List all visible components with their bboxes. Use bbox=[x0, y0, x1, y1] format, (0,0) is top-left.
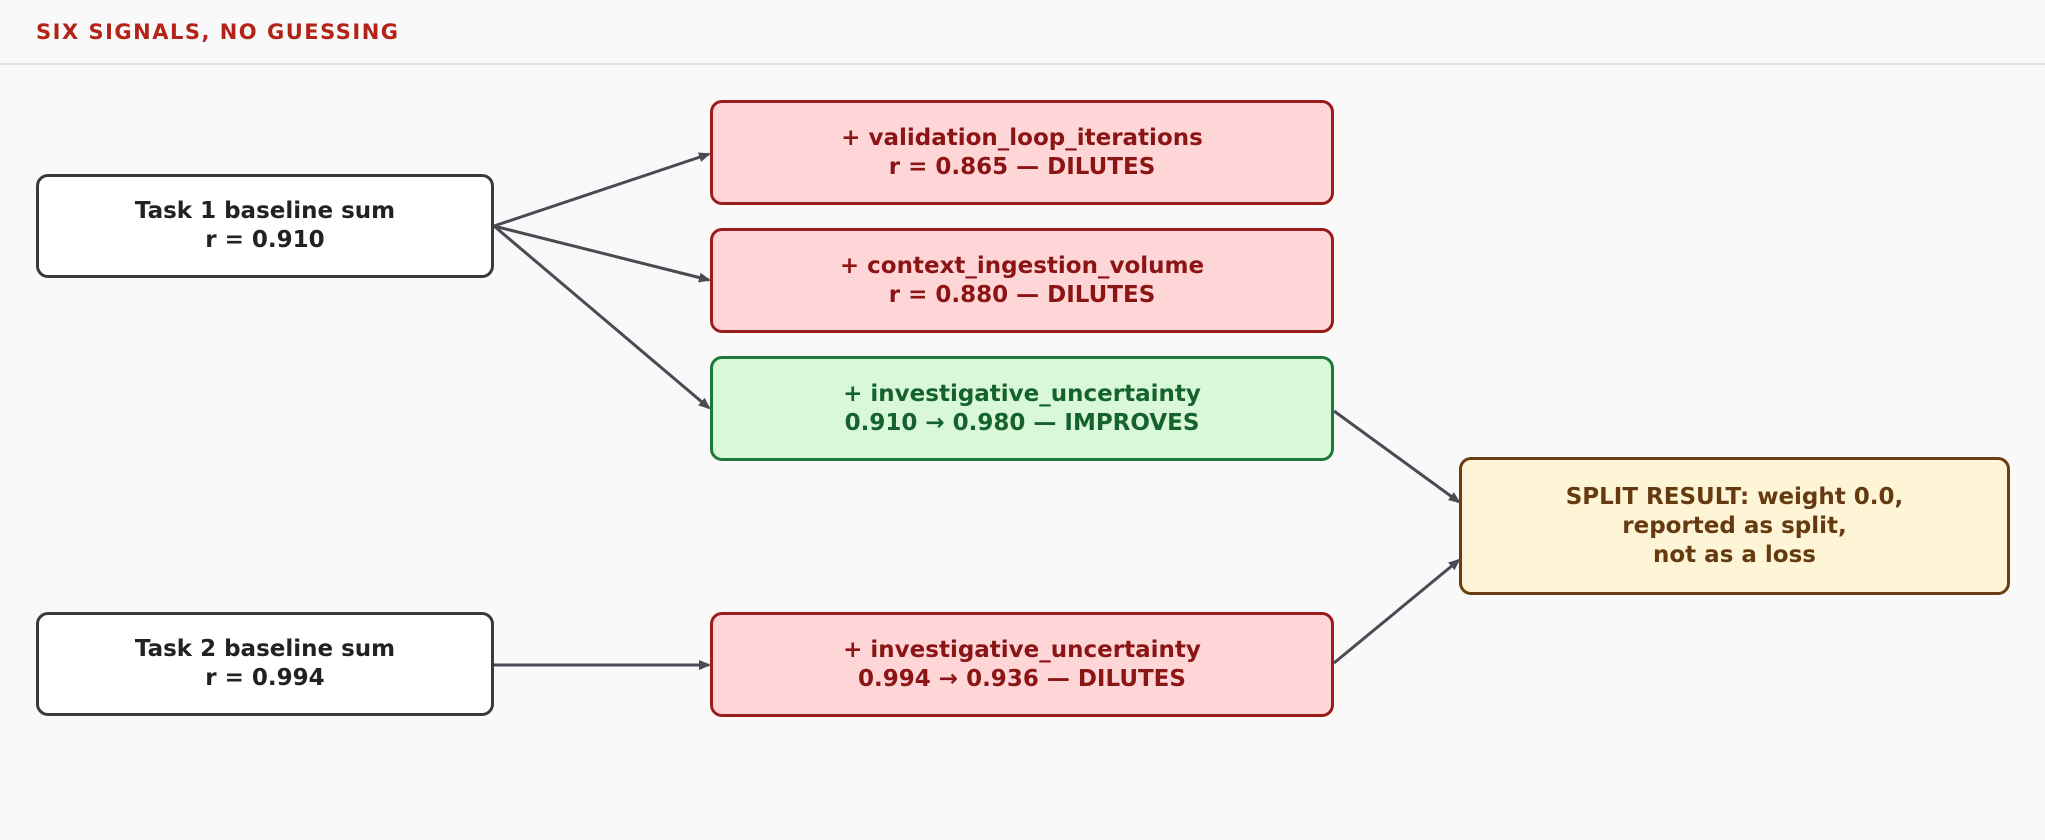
task2-value: r = 0.994 bbox=[205, 665, 325, 691]
split-result-line1: SPLIT RESULT: weight 0.0, bbox=[1565, 483, 1904, 510]
task2-title: Task 2 baseline sum bbox=[134, 636, 396, 662]
page-header: SIX SIGNALS, NO GUESSING bbox=[0, 0, 2045, 65]
edge-task1-to-investigative bbox=[493, 224, 711, 410]
context-ingestion-node: + context_ingestion_volume r = 0.880 — D… bbox=[710, 228, 1334, 333]
edge-investigative-t2-to-split bbox=[1333, 558, 1461, 665]
investigative-uncertainty-task2-node: + investigative_uncertainty 0.994 → 0.93… bbox=[710, 612, 1334, 717]
task1-title: Task 1 baseline sum bbox=[134, 198, 396, 224]
edge-task1-to-validation bbox=[493, 152, 711, 228]
split-result-line2: reported as split, bbox=[1622, 512, 1847, 539]
investigative-task1-value: 0.910 → 0.980 — IMPROVES bbox=[844, 409, 1200, 436]
split-result-line3: not as a loss bbox=[1653, 541, 1816, 568]
task1-value: r = 0.910 bbox=[205, 227, 325, 253]
context-ingestion-title: + context_ingestion_volume bbox=[839, 252, 1205, 279]
investigative-task2-value: 0.994 → 0.936 — DILUTES bbox=[858, 665, 1186, 692]
investigative-uncertainty-task1-node: + investigative_uncertainty 0.910 → 0.98… bbox=[710, 356, 1334, 461]
validation-loop-value: r = 0.865 — DILUTES bbox=[888, 153, 1156, 180]
validation-loop-node: + validation_loop_iterations r = 0.865 —… bbox=[710, 100, 1334, 205]
split-result-node: SPLIT RESULT: weight 0.0, reported as sp… bbox=[1459, 457, 2010, 595]
task2-baseline-node: Task 2 baseline sum r = 0.994 bbox=[36, 612, 494, 716]
investigative-task1-title: + investigative_uncertainty bbox=[843, 380, 1201, 407]
page-title: SIX SIGNALS, NO GUESSING bbox=[36, 20, 400, 44]
edge-investigative-t1-to-split bbox=[1333, 409, 1461, 504]
edge-task1-to-context bbox=[493, 224, 711, 283]
context-ingestion-value: r = 0.880 — DILUTES bbox=[888, 281, 1156, 308]
task1-baseline-node: Task 1 baseline sum r = 0.910 bbox=[36, 174, 494, 278]
validation-loop-title: + validation_loop_iterations bbox=[841, 124, 1203, 151]
investigative-task2-title: + investigative_uncertainty bbox=[843, 636, 1201, 663]
